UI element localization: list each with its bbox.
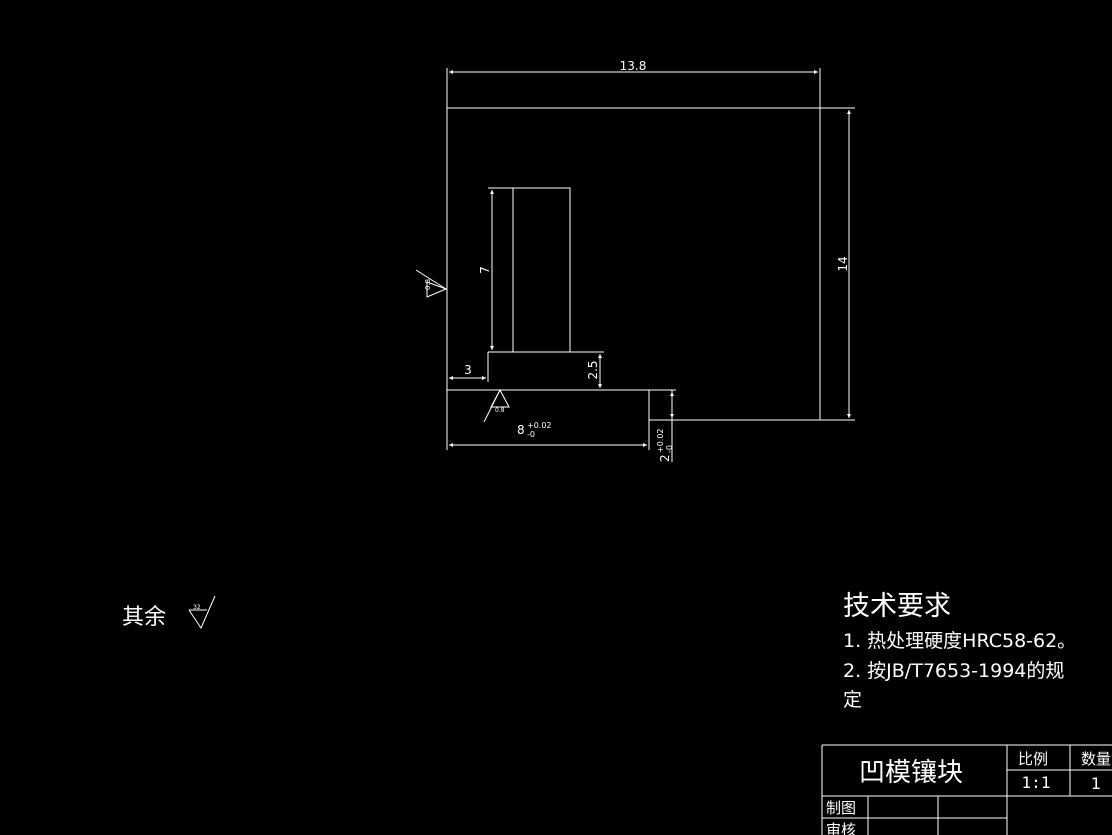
dim-base-thickness-tol-lower: -0 — [665, 445, 674, 453]
dim-height-text: 14 — [836, 256, 850, 271]
tech-line-2: 2. 按JB/T7653-1994的规 — [843, 660, 1064, 682]
tech-line-2-cont: 定 — [843, 689, 862, 711]
general-roughness-value: 32 — [193, 604, 201, 611]
part-outline — [446, 107, 821, 421]
general-roughness: 其余 32 — [122, 595, 216, 630]
title-block: 凹模镶块 比例 1:1 数量 1 制图 审核 — [821, 744, 1112, 835]
tech-requirements: 技术要求 1. 热处理硬度HRC58-62。 2. 按JB/T7653-1994… — [843, 591, 1076, 711]
tech-title: 技术要求 — [843, 591, 951, 622]
qty-value: 1 — [1091, 774, 1101, 793]
dim-step-height: 2.5 — [570, 351, 604, 388]
roughness-symbol-bottom: 0.8 — [483, 388, 510, 423]
scale-label: 比例 — [1018, 750, 1048, 768]
dim-base-thickness-tol-upper: +0.02 — [656, 428, 665, 453]
dim-slot-offset-text: 3 — [464, 363, 472, 377]
dim-base-length: 8 +0.02 -0 — [446, 390, 650, 450]
rest-label: 其余 — [122, 605, 166, 630]
dim-step-height-text: 2.5 — [586, 360, 600, 379]
dim-base-length-text: 8 — [517, 423, 525, 437]
dim-width-text: 13.8 — [620, 59, 647, 73]
dim-width: 13.8 — [446, 59, 821, 108]
scale-value: 1:1 — [1022, 773, 1051, 792]
slot-rect — [512, 187, 571, 353]
drawn-label: 制图 — [826, 799, 856, 817]
roughness-bottom-value: 0.8 — [495, 407, 505, 414]
qty-label: 数量 — [1081, 750, 1111, 768]
part-name: 凹模镶块 — [859, 758, 963, 788]
dim-base-length-tol-upper: +0.02 — [527, 421, 552, 430]
roughness-left-value: 0.8 — [424, 279, 432, 290]
dim-base-length-tol-lower: -0 — [527, 430, 535, 439]
dim-slot-height-text: 7 — [478, 266, 492, 274]
dim-slot-offset: 3 — [449, 352, 489, 382]
roughness-symbol-left: 0.8 — [415, 269, 448, 298]
tech-line-1: 1. 热处理硬度HRC58-62。 — [843, 630, 1076, 652]
checked-label: 审核 — [826, 821, 856, 835]
dim-slot-height: 7 — [478, 187, 513, 353]
dim-height: 14 — [820, 107, 855, 421]
dim-base-thickness: 2 +0.02 -0 — [649, 389, 676, 462]
dim-base-thickness-text: 2 — [658, 454, 672, 462]
